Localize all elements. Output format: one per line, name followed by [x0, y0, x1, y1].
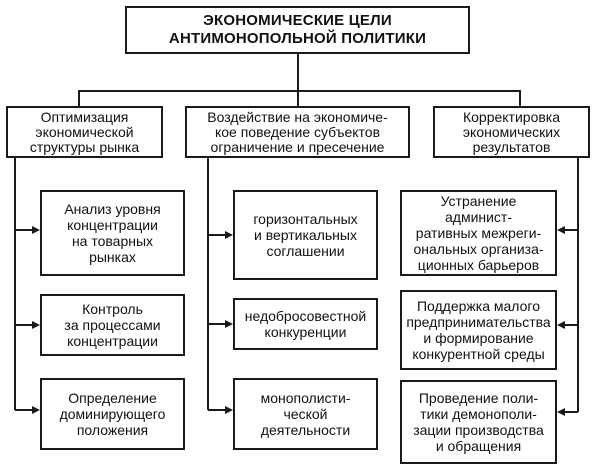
connector-line [14, 158, 16, 410]
diagram-title: ЭКОНОМИЧЕСКИЕ ЦЕЛИ АНТИМОНОПОЛЬНОЙ ПОЛИТ… [125, 6, 470, 54]
item-small-business-support: Поддержка малого предпринимательства и ф… [400, 290, 557, 370]
item-demonopolization: Проведение поли- тики демонополи- зации … [400, 380, 557, 464]
connector-line [207, 158, 209, 410]
item-concentration-control: Контроль за процессами концентрации [40, 294, 185, 356]
item-unfair-competition: недобросовестной конкуренции [233, 298, 378, 350]
item-monopolistic-activity: монополисти- ческой деятельности [233, 378, 378, 450]
column-header-1: Оптимизация экономической структуры рынк… [6, 106, 163, 158]
item-remove-barriers: Устранение админист- ративных межреги- о… [400, 190, 557, 276]
column-header-3: Корректировка экономических результатов [433, 106, 590, 158]
connector-line [577, 158, 579, 412]
connector-line [78, 90, 80, 106]
item-market-concentration-analysis: Анализ уровня концентрации на товарных р… [40, 190, 185, 276]
item-dominant-position: Определение доминирующего положения [40, 378, 185, 450]
column-header-2: Воздействие на экономиче- кое поведение … [185, 106, 410, 158]
item-horizontal-vertical-agreements: горизонтальных и вертикальных соглашении [233, 190, 378, 280]
connector-line [78, 90, 520, 92]
connector-line [297, 54, 299, 106]
connector-line [519, 90, 521, 106]
